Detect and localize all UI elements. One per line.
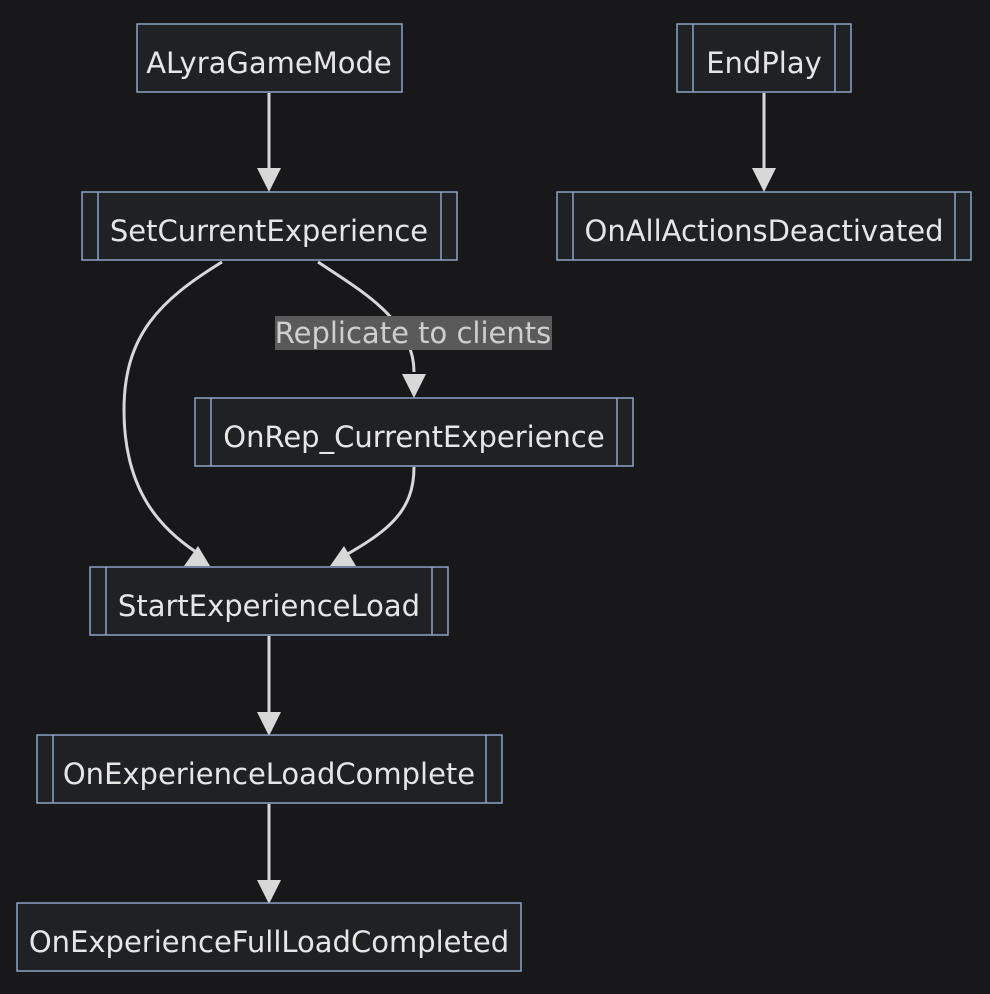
arrowhead-deactivated (752, 168, 776, 192)
node-onrep-current-experience[interactable]: OnRep_CurrentExperience (194, 397, 634, 467)
node-box (81, 191, 458, 261)
node-box (676, 23, 852, 93)
node-label: OnExperienceFullLoadCompleted (29, 925, 509, 959)
edge-label-background (275, 316, 552, 350)
arrowhead-setcurrent (257, 168, 281, 192)
node-label: EndPlay (706, 46, 822, 80)
arrowhead-startload-left (184, 546, 210, 566)
node-box (194, 397, 634, 467)
node-on-experience-full-load-completed[interactable]: OnExperienceFullLoadCompleted (16, 902, 522, 972)
node-label: OnAllActionsDeactivated (585, 214, 944, 248)
node-on-experience-load-complete[interactable]: OnExperienceLoadComplete (36, 734, 503, 804)
arrowhead-startload-right (330, 546, 356, 566)
node-on-all-actions-deactivated[interactable]: OnAllActionsDeactivated (556, 191, 972, 261)
arrowhead-loadcomplete (257, 712, 281, 736)
node-box (16, 902, 522, 972)
edge-setcurrent-to-onrep (317, 260, 416, 373)
edge-label-text: Replicate to clients (275, 316, 551, 350)
node-start-experience-load[interactable]: StartExperienceLoad (89, 566, 449, 636)
node-label: SetCurrentExperience (110, 214, 428, 248)
node-box (36, 734, 503, 804)
node-label: OnExperienceLoadComplete (63, 757, 475, 791)
node-box (89, 566, 449, 636)
node-label: ALyraGameMode (146, 46, 392, 80)
node-box (556, 191, 972, 261)
node-set-current-experience[interactable]: SetCurrentExperience (81, 191, 458, 261)
edge-onrep-to-startload (343, 466, 416, 558)
node-label: OnRep_CurrentExperience (223, 420, 604, 454)
arrowhead-onrep (402, 374, 426, 398)
arrowhead-fullload (257, 880, 281, 904)
edge-setcurrent-to-startload (122, 260, 223, 554)
node-label: StartExperienceLoad (118, 589, 420, 623)
node-box (136, 23, 403, 93)
edges (122, 93, 776, 904)
edge-label-replicate: Replicate to clients (275, 316, 552, 350)
node-alyra-game-mode[interactable]: ALyraGameMode (136, 23, 403, 93)
node-end-play[interactable]: EndPlay (676, 23, 852, 93)
